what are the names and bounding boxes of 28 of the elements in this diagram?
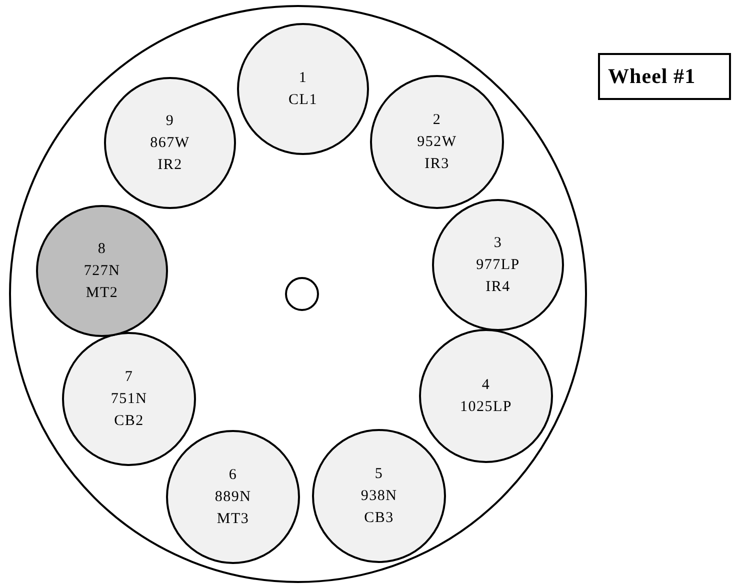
slot-label: CB3 <box>364 509 394 528</box>
slot-label: 751N <box>110 390 148 409</box>
slot-label: IR4 <box>486 278 510 297</box>
slot-label: 1025LP <box>460 398 512 417</box>
slot-label: 977LP <box>476 256 520 275</box>
slot-number: 3 <box>494 234 502 253</box>
title-box <box>598 53 731 100</box>
slot-label: 867W <box>150 134 190 153</box>
slot-label: CL1 <box>288 91 318 110</box>
slot-label: 938N <box>360 487 398 506</box>
slot-number: 8 <box>98 240 106 259</box>
slot-number: 6 <box>228 466 238 485</box>
slot-label: IR3 <box>424 155 450 174</box>
slot-label: MT3 <box>216 510 250 529</box>
wheel-title: Wheel #1 <box>608 62 696 90</box>
slot-label: MT2 <box>86 284 118 303</box>
slot-label: 727N <box>84 262 120 281</box>
slot-number: 2 <box>432 111 442 130</box>
slot-label: IR2 <box>158 156 182 175</box>
slot-number: 4 <box>482 376 490 395</box>
slot-label: CB2 <box>114 412 144 431</box>
slot-number: 7 <box>124 368 134 387</box>
slot-label: 952W <box>417 133 457 152</box>
slot-number: 5 <box>374 465 384 484</box>
slot-number: 9 <box>166 112 174 131</box>
center-hole <box>285 277 319 311</box>
slot-label: 889N <box>214 488 252 507</box>
slot-number: 1 <box>298 69 308 88</box>
